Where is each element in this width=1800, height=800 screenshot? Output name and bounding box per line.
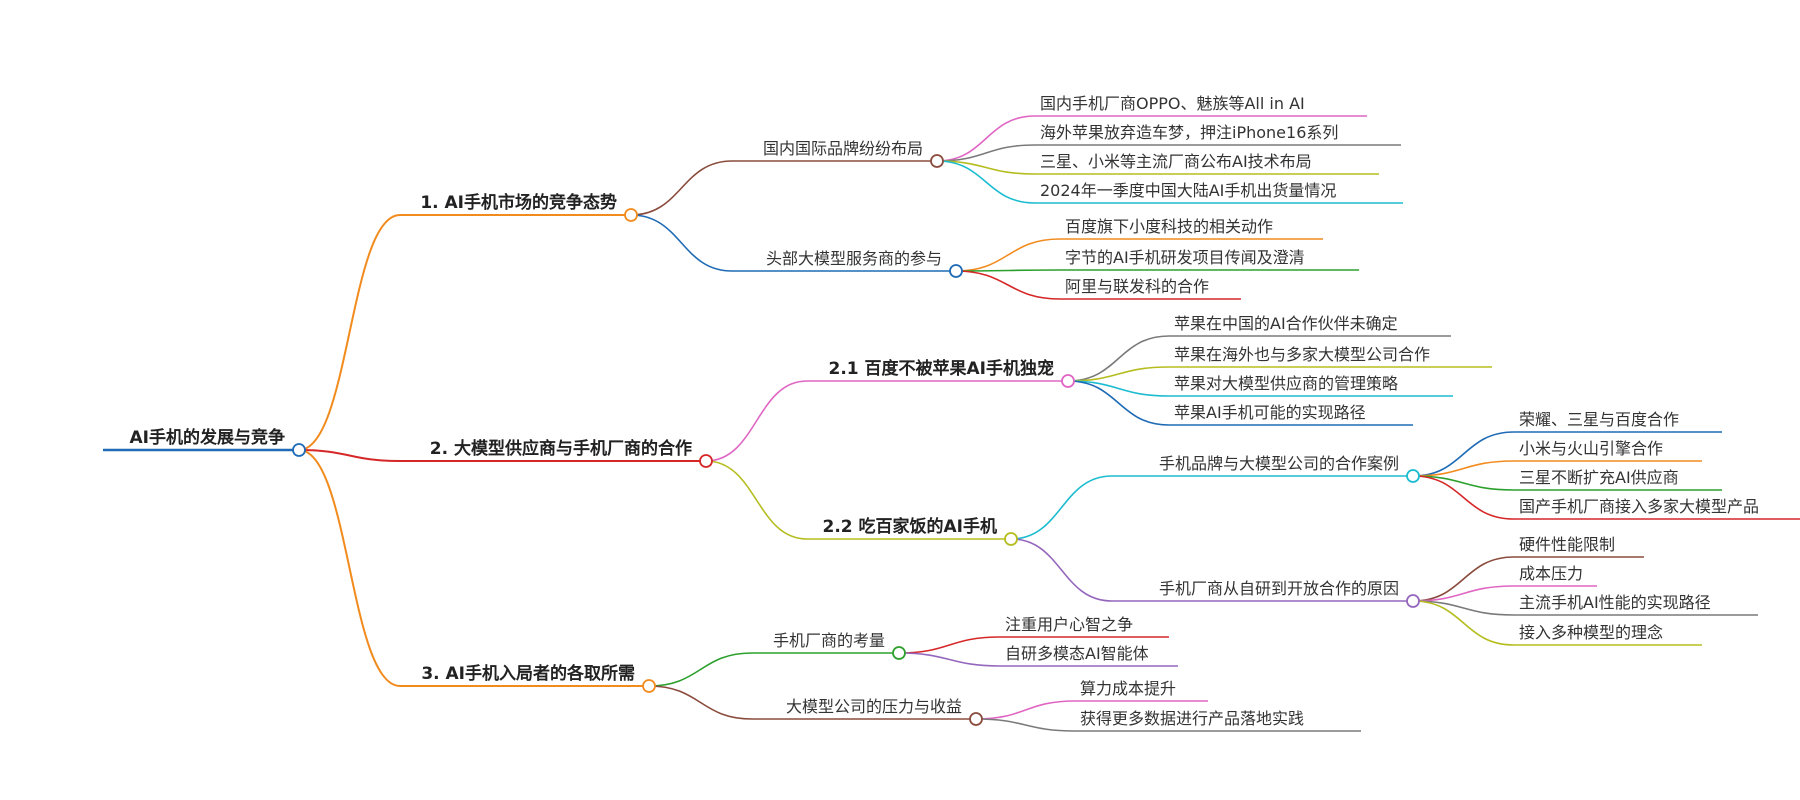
node-label-2-0-0[interactable]: 注重用户心智之争 bbox=[1005, 615, 1133, 634]
node-label-1-1-0[interactable]: 手机品牌与大模型公司的合作案例 bbox=[1159, 454, 1399, 473]
collapse-toggle-1[interactable] bbox=[699, 454, 713, 468]
node-label-2-0-1[interactable]: 自研多模态AI智能体 bbox=[1005, 644, 1149, 663]
edge-2-1-1 bbox=[975, 718, 1076, 732]
edge-1-1-0-2 bbox=[1412, 475, 1515, 491]
node-label-1-0-0[interactable]: 苹果在中国的AI合作伙伴未确定 bbox=[1174, 314, 1398, 333]
node-label-1-1-0-2[interactable]: 三星不断扩充AI供应商 bbox=[1519, 468, 1679, 487]
node-label-0-1-0[interactable]: 百度旗下小度科技的相关动作 bbox=[1065, 217, 1273, 236]
node-label-2-1-1[interactable]: 获得更多数据进行产品落地实践 bbox=[1080, 709, 1304, 728]
node-label-0-1[interactable]: 头部大模型服务商的参与 bbox=[766, 249, 942, 268]
edge-2-0 bbox=[648, 652, 753, 687]
collapse-toggle-1-0[interactable] bbox=[1061, 374, 1075, 388]
collapse-toggle-r[interactable] bbox=[292, 443, 306, 457]
edge-1-1-0 bbox=[1010, 475, 1113, 540]
collapse-toggle-1-1-1[interactable] bbox=[1406, 594, 1420, 608]
edge-1-1-1 bbox=[1010, 538, 1113, 602]
node-label-0-0-1[interactable]: 海外苹果放弃造车梦，押注iPhone16系列 bbox=[1040, 123, 1338, 142]
node-label-2-1[interactable]: 大模型公司的压力与收益 bbox=[786, 697, 962, 716]
edge-0 bbox=[298, 214, 401, 451]
edge-1-0 bbox=[705, 380, 808, 462]
edge-1 bbox=[298, 449, 401, 462]
edge-2-0-1 bbox=[898, 652, 1001, 667]
collapse-toggle-2[interactable] bbox=[642, 679, 656, 693]
node-label-1-0-2[interactable]: 苹果对大模型供应商的管理策略 bbox=[1174, 374, 1398, 393]
edge-2 bbox=[298, 449, 401, 687]
node-label-1-1-1-3[interactable]: 接入多种模型的理念 bbox=[1519, 623, 1663, 642]
node-label-1-1-1-0[interactable]: 硬件性能限制 bbox=[1519, 535, 1615, 554]
edge-0-0-0 bbox=[936, 115, 1036, 162]
edge-2-0-0 bbox=[898, 636, 1001, 654]
collapse-toggle-0-1[interactable] bbox=[949, 264, 963, 278]
collapse-toggle-1-1-0[interactable] bbox=[1406, 469, 1420, 483]
node-label-0-0[interactable]: 国内国际品牌纷纷布局 bbox=[763, 139, 923, 158]
collapse-toggle-0-0[interactable] bbox=[930, 154, 944, 168]
edge-1-1 bbox=[705, 460, 808, 540]
node-label-1-0[interactable]: 2.1 百度不被苹果AI手机独宠 bbox=[828, 358, 1054, 379]
collapse-toggle-0[interactable] bbox=[624, 208, 638, 222]
mindmap-edges bbox=[298, 115, 1515, 732]
edge-0-0-2 bbox=[936, 160, 1036, 175]
node-label-0-0-0[interactable]: 国内手机厂商OPPO、魅族等All in AI bbox=[1040, 94, 1305, 113]
collapse-toggle-2-1[interactable] bbox=[969, 712, 983, 726]
node-label-0-0-2[interactable]: 三星、小米等主流厂商公布AI技术布局 bbox=[1040, 152, 1312, 171]
edge-1-1-0-1 bbox=[1412, 460, 1515, 477]
node-label-r[interactable]: AI手机的发展与竞争 bbox=[130, 427, 285, 448]
node-label-1-1-0-1[interactable]: 小米与火山引擎合作 bbox=[1519, 439, 1663, 458]
node-label-1[interactable]: 2. 大模型供应商与手机厂商的合作 bbox=[430, 438, 692, 459]
node-label-1-1-0-3[interactable]: 国产手机厂商接入多家大模型产品 bbox=[1519, 497, 1759, 516]
edge-1-0-3 bbox=[1067, 380, 1170, 426]
node-label-1-1-1-1[interactable]: 成本压力 bbox=[1519, 564, 1583, 583]
edge-1-1-0-3 bbox=[1412, 475, 1515, 520]
node-label-2[interactable]: 3. AI手机入局者的各取所需 bbox=[421, 663, 635, 684]
node-label-1-1[interactable]: 2.2 吃百家饭的AI手机 bbox=[822, 516, 997, 537]
edge-0-1 bbox=[630, 214, 733, 272]
collapse-toggle-1-1[interactable] bbox=[1004, 532, 1018, 546]
edge-1-0-0 bbox=[1067, 335, 1170, 382]
node-label-2-0[interactable]: 手机厂商的考量 bbox=[773, 631, 885, 650]
mindmap-nodes: AI手机的发展与竞争 1. AI手机市场的竞争态势 国内国际品牌纷纷布局 国内手机厂商… bbox=[103, 94, 1800, 732]
edge-1-1-1-1 bbox=[1412, 585, 1515, 602]
node-label-1-1-0-0[interactable]: 荣耀、三星与百度合作 bbox=[1519, 410, 1679, 429]
node-label-0-1-1[interactable]: 字节的AI手机研发项目传闻及澄清 bbox=[1065, 248, 1305, 267]
node-label-0-0-3[interactable]: 2024年一季度中国大陆AI手机出货量情况 bbox=[1040, 181, 1336, 200]
edge-1-0-1 bbox=[1067, 366, 1170, 382]
edge-0-1-0 bbox=[955, 238, 1061, 272]
collapse-toggle-2-0[interactable] bbox=[892, 646, 906, 660]
node-label-1-0-3[interactable]: 苹果AI手机可能的实现路径 bbox=[1174, 403, 1366, 422]
node-label-0[interactable]: 1. AI手机市场的竞争态势 bbox=[420, 192, 617, 213]
node-label-1-0-1[interactable]: 苹果在海外也与多家大模型公司合作 bbox=[1174, 345, 1430, 364]
edge-1-1-1-3 bbox=[1412, 600, 1515, 646]
node-label-2-1-0[interactable]: 算力成本提升 bbox=[1080, 679, 1176, 698]
edge-0-0 bbox=[630, 160, 733, 216]
edge-1-0-2 bbox=[1067, 380, 1170, 397]
edge-0-0-1 bbox=[936, 144, 1036, 162]
edge-1-1-1-2 bbox=[1412, 600, 1515, 616]
node-label-1-1-1-2[interactable]: 主流手机AI性能的实现路径 bbox=[1519, 593, 1711, 612]
edge-1-1-1-0 bbox=[1412, 556, 1515, 602]
node-label-0-1-2[interactable]: 阿里与联发科的合作 bbox=[1065, 277, 1209, 296]
edge-0-1-1 bbox=[955, 269, 1061, 272]
edge-2-1-0 bbox=[975, 700, 1076, 720]
edge-0-0-3 bbox=[936, 160, 1036, 204]
edge-2-1 bbox=[648, 685, 753, 720]
edge-1-1-0-0 bbox=[1412, 431, 1515, 477]
node-label-1-1-1[interactable]: 手机厂商从自研到开放合作的原因 bbox=[1159, 579, 1399, 598]
edge-0-1-2 bbox=[955, 270, 1061, 300]
